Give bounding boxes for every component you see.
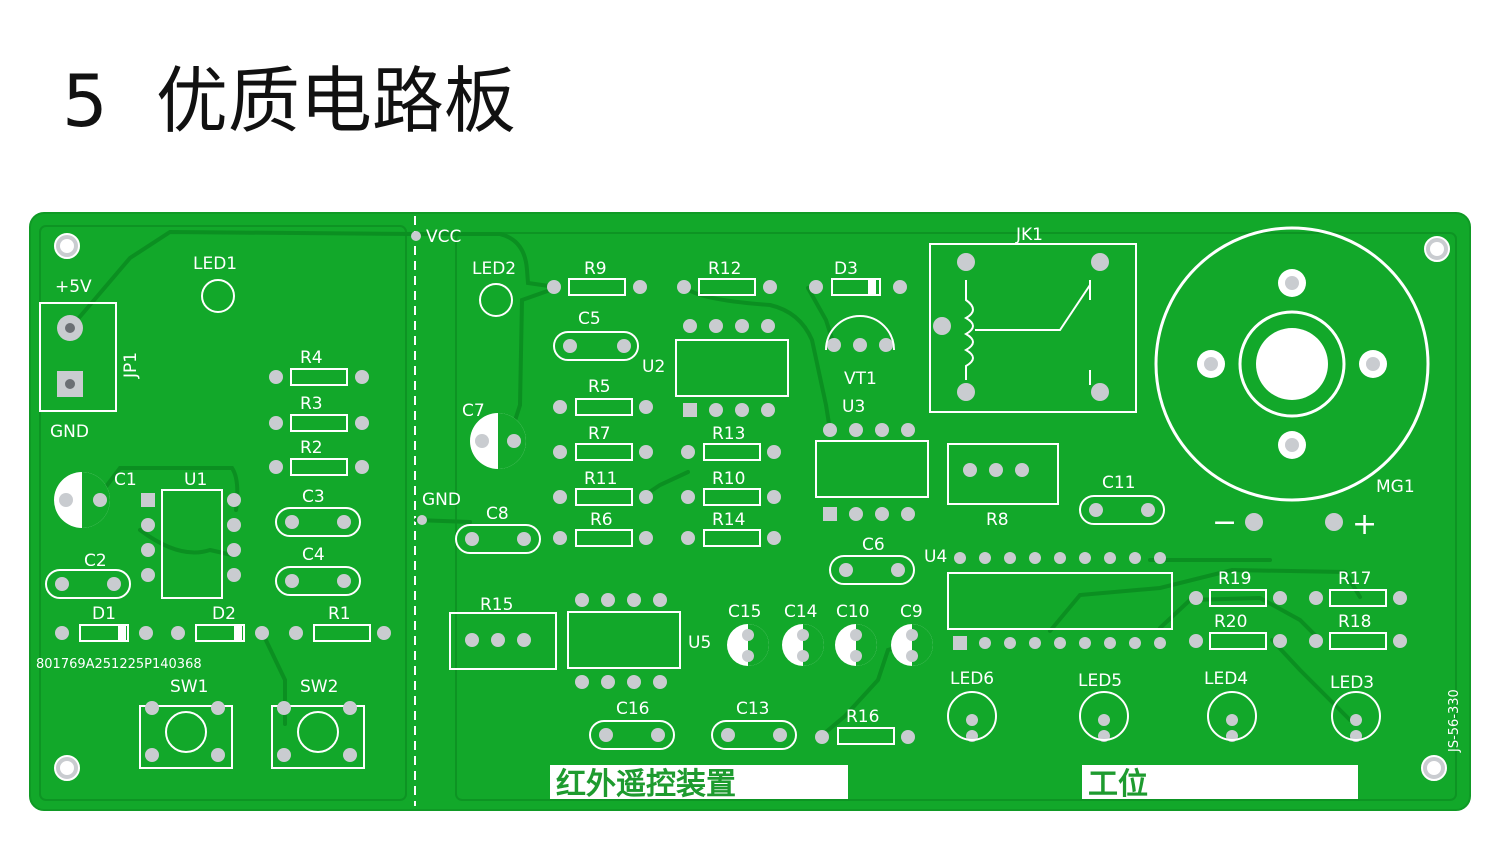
buzzer-mg1 bbox=[1154, 226, 1430, 502]
label-r2: R2 bbox=[300, 438, 323, 458]
label-c5: C5 bbox=[578, 309, 601, 329]
label-code: JS-56-330 bbox=[1447, 689, 1462, 753]
label-u5: U5 bbox=[688, 633, 711, 653]
label-r20: R20 bbox=[1214, 612, 1247, 632]
label-vcc: VCC bbox=[426, 227, 461, 247]
label-r15: R15 bbox=[480, 595, 513, 615]
label-jp1: JP1 bbox=[121, 352, 141, 379]
section-title: 优质电路板 bbox=[155, 59, 516, 143]
label-d1: D1 bbox=[92, 604, 116, 624]
label-c3: C3 bbox=[302, 487, 325, 507]
relay-symbol bbox=[963, 280, 1091, 385]
square-pads bbox=[141, 403, 967, 650]
label-c15: C15 bbox=[728, 602, 762, 622]
label-u1: U1 bbox=[184, 470, 207, 490]
led-footprints bbox=[201, 279, 1381, 741]
label-gnd-left: GND bbox=[50, 422, 89, 442]
label-led2: LED2 bbox=[472, 259, 516, 279]
sw1-button-ring bbox=[165, 711, 207, 753]
label-sw2: SW2 bbox=[300, 677, 338, 697]
label-c16: C16 bbox=[616, 699, 650, 719]
label-r18: R18 bbox=[1338, 612, 1371, 632]
label-r7: R7 bbox=[588, 424, 611, 444]
electrolytic-capacitors bbox=[54, 413, 933, 666]
label-u2: U2 bbox=[642, 357, 665, 377]
page-title: 5 优质电路板 bbox=[62, 56, 516, 146]
label-r8: R8 bbox=[986, 510, 1009, 530]
label-r6: R6 bbox=[590, 510, 613, 530]
label-c9: C9 bbox=[900, 602, 923, 622]
jp1-connector bbox=[39, 302, 117, 412]
ic-outlines bbox=[139, 243, 1173, 769]
label-c4: C4 bbox=[302, 545, 325, 565]
label-jk1: JK1 bbox=[1015, 225, 1043, 245]
label-d3: D3 bbox=[834, 259, 858, 279]
label-r17: R17 bbox=[1338, 569, 1371, 589]
label-r10: R10 bbox=[712, 469, 745, 489]
ceramic-capacitors bbox=[45, 331, 1165, 750]
label-serial: 801769A251225P140368 bbox=[36, 657, 202, 672]
label-u3: U3 bbox=[842, 397, 865, 417]
label-r4: R4 bbox=[300, 348, 323, 368]
label-r12: R12 bbox=[708, 259, 741, 279]
label-led5: LED5 bbox=[1078, 671, 1122, 691]
panel-name-text: 红外遥控装置 bbox=[556, 767, 736, 802]
pcb-substrate bbox=[29, 212, 1471, 811]
label-gnd-mid: GND bbox=[422, 490, 461, 510]
label-c1: C1 bbox=[114, 470, 137, 490]
panel-station-text: 工位 bbox=[1088, 767, 1148, 802]
label-r3: R3 bbox=[300, 394, 323, 414]
label-r14: R14 bbox=[712, 510, 745, 530]
mounting-holes bbox=[54, 233, 1450, 781]
section-number: 5 bbox=[62, 59, 108, 143]
label-r9: R9 bbox=[584, 259, 607, 279]
label-c10: C10 bbox=[836, 602, 870, 622]
label-mg1: MG1 bbox=[1376, 477, 1415, 497]
label-c7: C7 bbox=[462, 401, 485, 421]
label-c6: C6 bbox=[862, 535, 885, 555]
label-plus: + bbox=[1352, 507, 1377, 542]
label-5v: +5V bbox=[55, 277, 92, 297]
panel-station-box bbox=[1082, 765, 1358, 799]
diode-bands bbox=[118, 279, 876, 641]
label-r1: R1 bbox=[328, 604, 351, 624]
label-c14: C14 bbox=[784, 602, 818, 622]
sw2-button-ring bbox=[297, 711, 339, 753]
label-u4: U4 bbox=[924, 547, 947, 567]
label-led3: LED3 bbox=[1330, 673, 1374, 693]
label-sw1: SW1 bbox=[170, 677, 208, 697]
resistor-bodies bbox=[79, 278, 1387, 745]
label-r16: R16 bbox=[846, 707, 879, 727]
label-d2: D2 bbox=[212, 604, 236, 624]
label-c2: C2 bbox=[84, 551, 107, 571]
label-led4: LED4 bbox=[1204, 669, 1248, 689]
label-c11: C11 bbox=[1102, 473, 1136, 493]
label-led1: LED1 bbox=[193, 254, 237, 274]
right-plane-outline bbox=[455, 232, 1457, 801]
label-r13: R13 bbox=[712, 424, 745, 444]
label-c8: C8 bbox=[486, 504, 509, 524]
label-r5: R5 bbox=[588, 377, 611, 397]
panel-name-box bbox=[550, 765, 848, 799]
label-minus: − bbox=[1212, 505, 1237, 540]
silkscreen-labels: VCC GND +5V GND JP1 LED1 LED2 C1 U1 C2 R… bbox=[36, 225, 1462, 802]
label-r11: R11 bbox=[584, 469, 617, 489]
label-led6: LED6 bbox=[950, 669, 994, 689]
label-vt1: VT1 bbox=[844, 369, 877, 389]
label-r19: R19 bbox=[1218, 569, 1251, 589]
label-c13: C13 bbox=[736, 699, 770, 719]
left-plane-outline bbox=[39, 225, 407, 801]
